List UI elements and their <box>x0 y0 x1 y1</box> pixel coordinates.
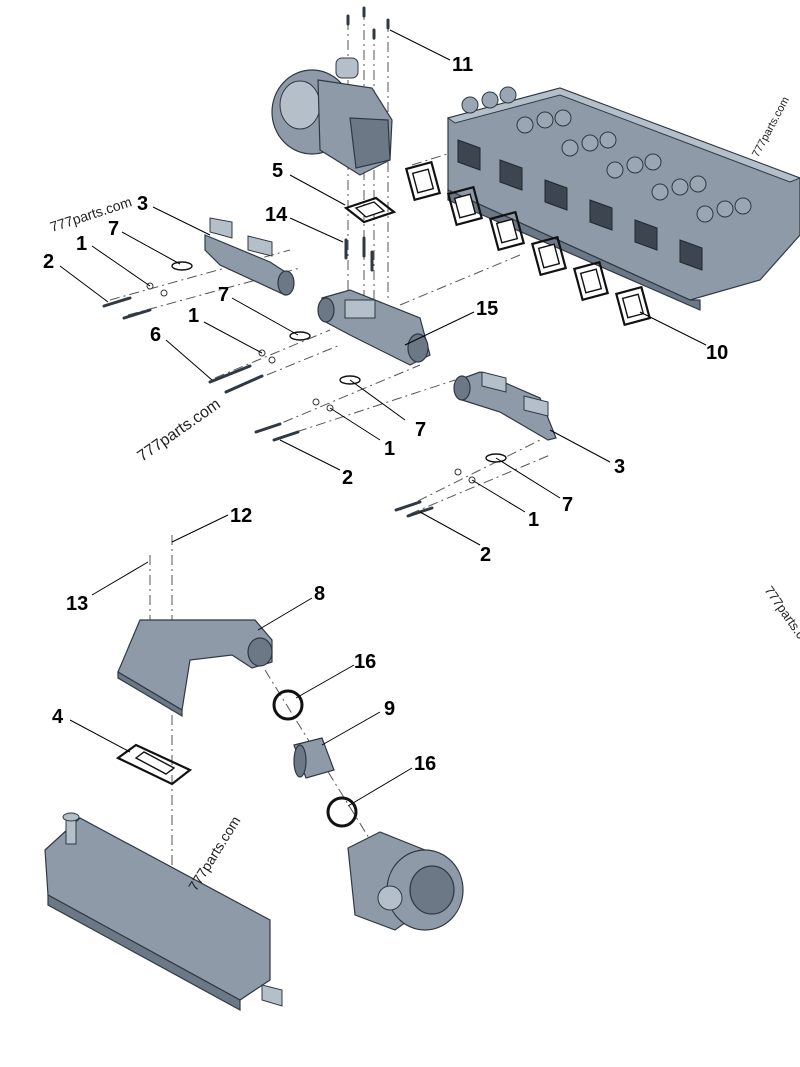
callout-16-a: 16 <box>354 651 376 673</box>
callout-9: 9 <box>384 698 395 720</box>
callout-1-c: 1 <box>384 438 395 460</box>
cylinder-head-assembly <box>446 86 800 311</box>
callout-3-right: 3 <box>614 456 625 478</box>
callout-2-c: 2 <box>480 544 491 566</box>
turbo-studs <box>344 6 390 272</box>
turbo-flange-gasket <box>343 196 397 224</box>
upper-turbocharger <box>271 57 393 176</box>
watermark-text: 777parts.com <box>185 813 244 893</box>
callout-1-d: 1 <box>528 509 539 531</box>
watermark-text: 777parts.com <box>48 193 134 234</box>
callout-2-a: 2 <box>43 251 54 273</box>
callout-1-b: 1 <box>188 305 199 327</box>
callout-labels: 11 5 14 3 7 1 2 7 1 6 15 7 1 2 3 7 1 2 1… <box>43 54 728 775</box>
callout-7-a: 7 <box>108 218 119 240</box>
callout-4: 4 <box>52 706 64 728</box>
manifold-fasteners <box>102 261 507 518</box>
callout-13: 13 <box>66 593 88 615</box>
watermark-text: 777parts.com <box>762 583 800 656</box>
elbow-gasket <box>115 743 193 786</box>
callout-10: 10 <box>706 342 728 364</box>
callout-6: 6 <box>150 324 161 346</box>
callout-14: 14 <box>265 204 288 226</box>
watermark-text: 777parts.com <box>750 95 792 159</box>
callout-16-b: 16 <box>414 753 436 775</box>
port-gaskets <box>404 160 652 327</box>
callout-8: 8 <box>314 583 325 605</box>
watermark-text: 777parts.com <box>135 396 224 466</box>
callout-15: 15 <box>476 298 498 320</box>
callout-12: 12 <box>230 505 252 527</box>
lower-water-cooled-manifold <box>44 812 283 1012</box>
callout-1-a: 1 <box>76 233 87 255</box>
band-clamps-and-sleeve <box>272 689 358 828</box>
callout-3-left: 3 <box>137 193 148 215</box>
exhaust-manifold-section-right <box>453 371 557 441</box>
exhaust-manifold-section-left <box>204 217 295 296</box>
callout-11: 11 <box>452 54 473 76</box>
lower-turbocharger <box>347 831 464 931</box>
callout-7-d: 7 <box>562 494 573 516</box>
callout-leader-lines <box>59 29 707 807</box>
exhaust-manifold-center-section <box>317 289 431 366</box>
callout-5: 5 <box>272 160 283 182</box>
turbo-outlet-elbow <box>117 619 273 718</box>
callout-7-b: 7 <box>218 284 229 306</box>
callout-2-b: 2 <box>342 467 353 489</box>
callout-7-c: 7 <box>415 419 426 441</box>
